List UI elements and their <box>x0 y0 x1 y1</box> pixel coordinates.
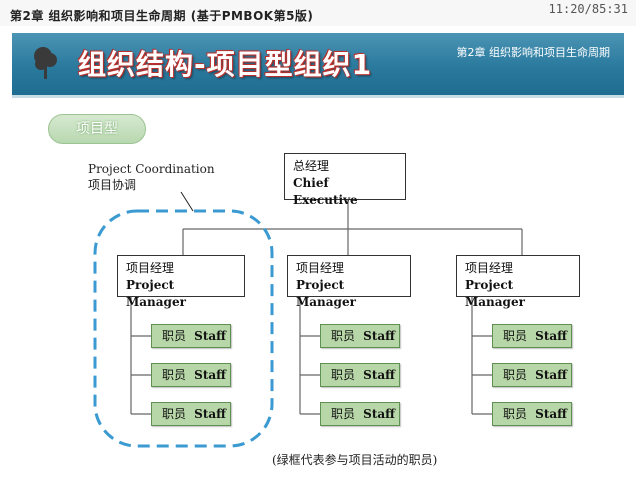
project-manager-box: 项目经理 Project Manager <box>117 255 245 309</box>
staff-cn: 职员 <box>503 329 528 343</box>
staff-en: Staff <box>535 407 567 421</box>
manager-en: Project Manager <box>126 278 186 309</box>
project-manager-box: 项目经理 Project Manager <box>456 255 580 309</box>
staff-box: 职员 Staff <box>492 402 572 426</box>
staff-en: Staff <box>194 329 226 343</box>
staff-en: Staff <box>363 407 395 421</box>
staff-en: Staff <box>535 329 567 343</box>
chapter-label: 第2章 组织影响和项目生命周期 <box>456 46 611 59</box>
coordination-en: Project Coordination <box>88 162 215 176</box>
staff-en: Staff <box>535 368 567 382</box>
manager-cn: 项目经理 <box>465 261 514 275</box>
staff-cn: 职员 <box>503 368 528 382</box>
staff-en: Staff <box>363 368 395 382</box>
org-type-label: 项目型 <box>48 114 146 144</box>
staff-box: 职员 Staff <box>492 363 572 387</box>
slide-title: 组织结构-项目型组织1 <box>78 48 373 81</box>
staff-box: 职员 Staff <box>320 363 400 387</box>
slide-caption: (绿框代表参与项目活动的职员) <box>272 453 438 467</box>
chief-cn: 总经理 <box>293 159 330 173</box>
manager-cn: 项目经理 <box>296 261 345 275</box>
coordination-annotation: Project Coordination 项目协调 <box>88 161 215 193</box>
staff-box: 职员 Staff <box>151 363 231 387</box>
staff-en: Staff <box>194 407 226 421</box>
staff-box: 职员 Staff <box>492 324 572 348</box>
staff-cn: 职员 <box>162 368 187 382</box>
staff-box: 职员 Staff <box>151 402 231 426</box>
coordination-cn: 项目协调 <box>88 178 137 192</box>
staff-cn: 职员 <box>162 407 187 421</box>
staff-cn: 职员 <box>331 368 356 382</box>
manager-cn: 项目经理 <box>126 261 175 275</box>
chief-en: Chief Executive <box>293 176 358 207</box>
staff-box: 职员 Staff <box>320 324 400 348</box>
top-bar: 第2章 组织影响和项目生命周期 (基于PMBOK第5版) 11:20/85:31 <box>0 0 636 26</box>
staff-cn: 职员 <box>162 329 187 343</box>
slide-banner: 组织结构-项目型组织1 第2章 组织影响和项目生命周期 <box>12 33 624 98</box>
playback-time: 11:20/85:31 <box>548 2 628 16</box>
staff-cn: 职员 <box>331 407 356 421</box>
manager-en: Project Manager <box>296 278 356 309</box>
staff-cn: 职员 <box>503 407 528 421</box>
staff-cn: 职员 <box>331 329 356 343</box>
staff-en: Staff <box>363 329 395 343</box>
manager-en: Project Manager <box>465 278 525 309</box>
staff-box: 职员 Staff <box>151 324 231 348</box>
project-manager-box: 项目经理 Project Manager <box>287 255 411 309</box>
project-coordination-outline <box>93 209 274 448</box>
staff-box: 职员 Staff <box>320 402 400 426</box>
staff-en: Staff <box>194 368 226 382</box>
document-title: 第2章 组织影响和项目生命周期 (基于PMBOK第5版) <box>10 9 314 23</box>
tree-logo-icon <box>34 47 57 79</box>
chief-executive-box: 总经理 Chief Executive <box>284 153 406 207</box>
